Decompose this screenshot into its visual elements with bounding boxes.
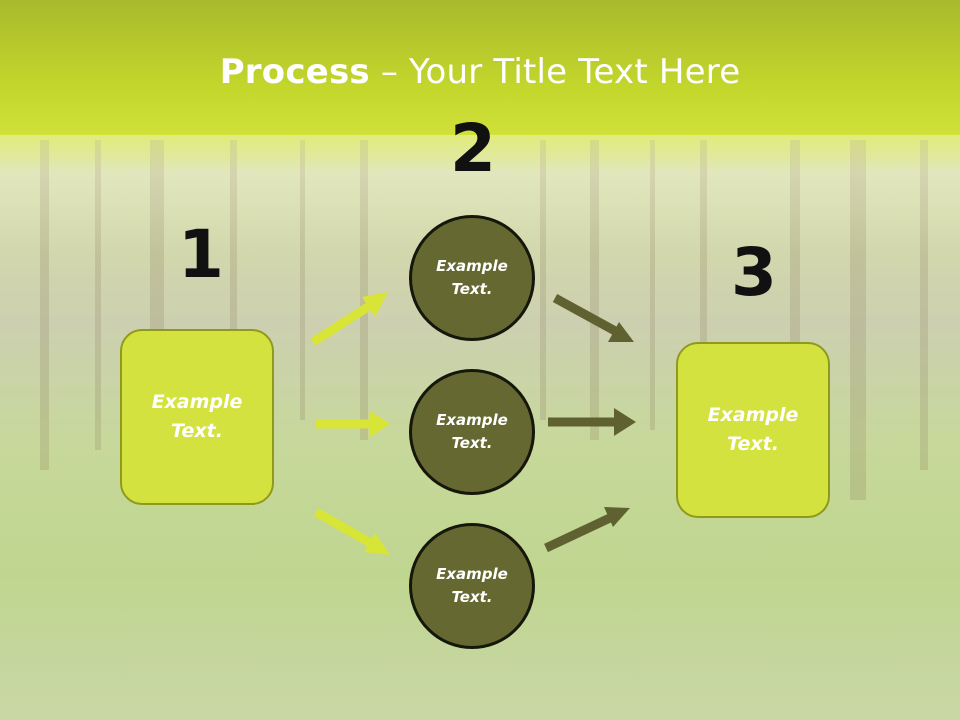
slide-title: Process – Your Title Text Here <box>0 52 960 92</box>
circle-middle-text-line-2: Text. <box>451 434 493 452</box>
arrow-right-icon <box>544 507 630 553</box>
step-3-text-line-2: Text. <box>727 433 779 455</box>
circle-bottom-text-line-1: Example <box>436 565 508 583</box>
arrow-right-icon <box>548 408 636 436</box>
title-bold: Process <box>219 52 370 92</box>
step-1-text-line-2: Text. <box>171 420 223 442</box>
arrow-right-icon <box>552 294 634 342</box>
circle-top-text-line-1: Example <box>436 257 508 275</box>
step-1-box: Example Text. <box>120 329 274 505</box>
circle-middle-text-line-1: Example <box>436 411 508 429</box>
arrow-right-icon <box>313 508 390 555</box>
circle-bottom-text-line-2: Text. <box>451 588 493 606</box>
step-2-circle-top: Example Text. <box>409 215 535 341</box>
step-2-circle-bottom: Example Text. <box>409 523 535 649</box>
step-3-text-line-1: Example <box>707 404 799 426</box>
step-3-box: Example Text. <box>676 342 830 518</box>
arrow-right-icon <box>316 411 390 437</box>
step-2-number: 2 <box>450 110 496 187</box>
title-rest: – Your Title Text Here <box>369 52 741 92</box>
step-3-number: 3 <box>731 234 777 311</box>
step-1-number: 1 <box>178 216 224 293</box>
step-1-text-line-1: Example <box>151 391 243 413</box>
arrow-right-icon <box>310 292 388 346</box>
step-2-circle-middle: Example Text. <box>409 369 535 495</box>
circle-top-text-line-2: Text. <box>451 280 493 298</box>
